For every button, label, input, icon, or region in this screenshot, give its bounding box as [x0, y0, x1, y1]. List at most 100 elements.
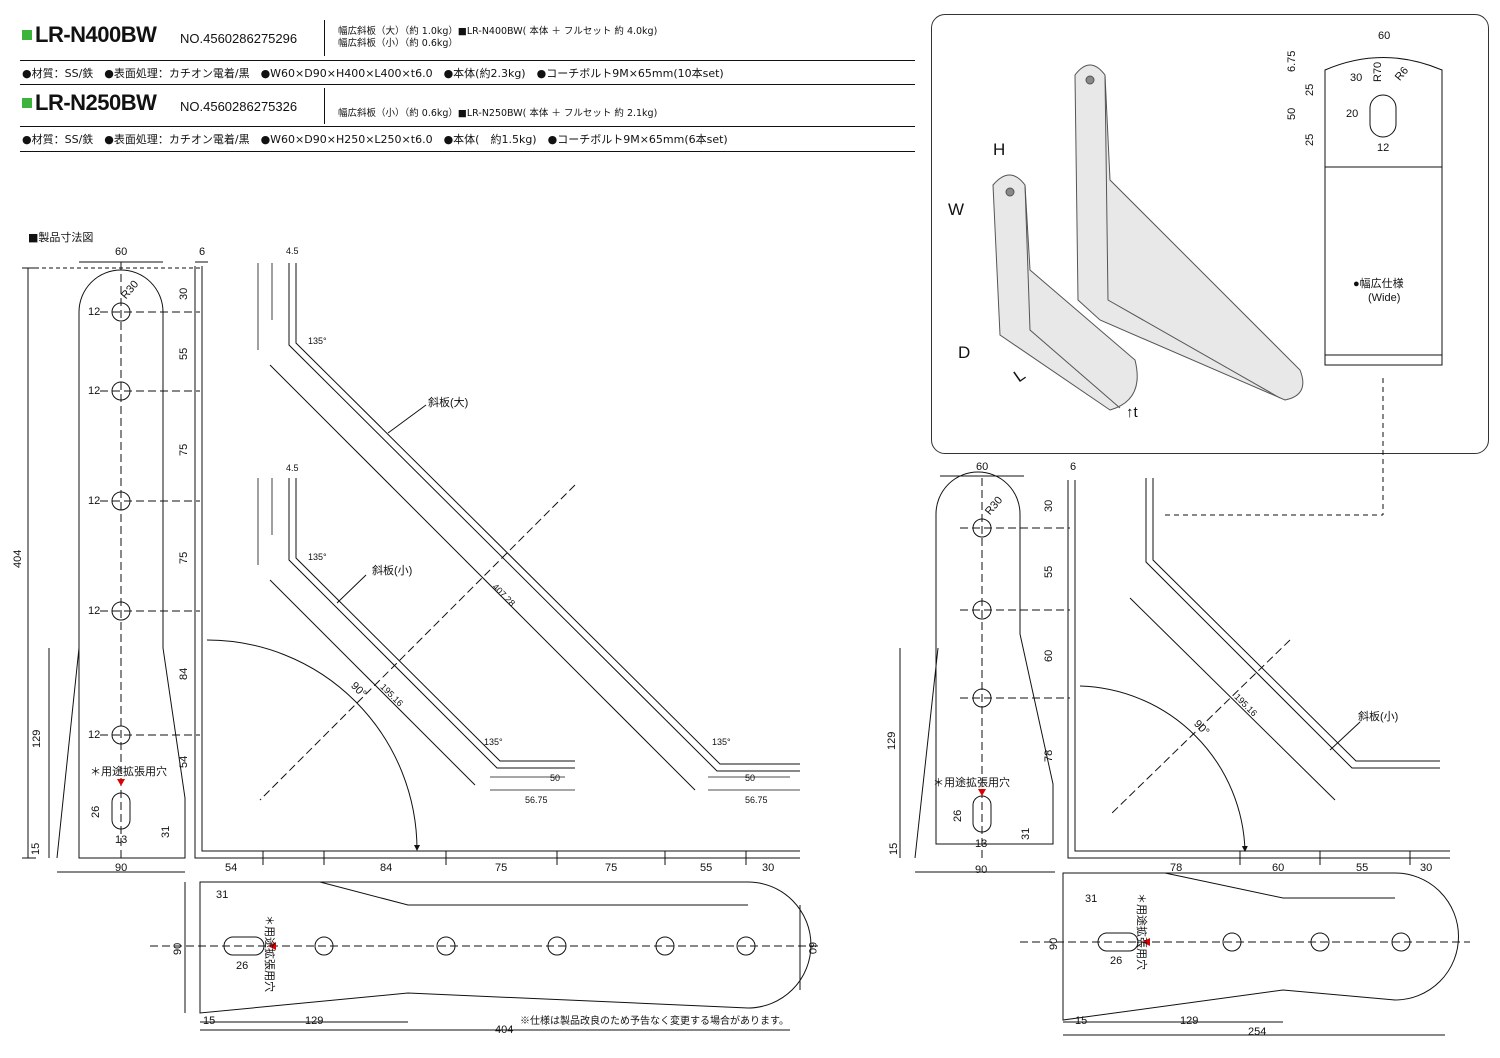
n250-dim-offset: 31 [1020, 827, 1032, 840]
weight-desc-n400-1: 幅広斜板（大）（約 1.0kg）■LR-N400BW( 本体 ＋ フルセット 約… [338, 26, 658, 37]
diagonal-large-label: 斜板(大) [428, 397, 469, 409]
dim-hole: 12 [88, 495, 101, 507]
detail-675: 6.75 [1286, 50, 1298, 72]
angle-135: 135° [712, 737, 731, 747]
marker-icon [978, 789, 986, 796]
wide-spec-label: ●幅広仕様 [1353, 278, 1404, 290]
dim-hole: 12 [88, 306, 101, 318]
detail-20: 20 [1346, 108, 1359, 120]
dim-width: 60 [115, 246, 128, 258]
axis-t-label: ↑t [1126, 404, 1138, 421]
n400-bottom-plate [150, 881, 820, 1031]
n250-dim-bottom: 15 [888, 842, 900, 855]
bracket-3d-illustration [992, 64, 1304, 411]
dim-thickness: 6 [199, 246, 206, 258]
n250-dim-slot-width: 13 [975, 838, 988, 850]
dim-taper-length: 129 [305, 1015, 324, 1027]
divider [324, 20, 325, 56]
ext-hole-label-vertical: ＊用途拡張用穴 [263, 915, 275, 992]
model-name-n250: LR-N250BW [22, 90, 157, 116]
detail-width: 60 [1378, 30, 1391, 42]
divider [20, 151, 915, 152]
detail-25b: 25 [1304, 133, 1316, 146]
dim-slot-width: 13 [115, 834, 128, 846]
disclaimer-note: ※仕様は製品改良のため予告なく変更する場合があります。 [520, 1016, 789, 1027]
n250-hpitch-2: 60 [1272, 862, 1285, 874]
n250-vpitch-3: 60 [1043, 649, 1055, 662]
dim-hpitch-6: 30 [762, 862, 775, 874]
dim-overall-height: 404 [12, 549, 24, 568]
n400-vertical-plate [22, 261, 800, 873]
dim-offset: 31 [160, 825, 172, 838]
dim-vpitch-5: 84 [178, 667, 190, 680]
dim-base: 90 [172, 942, 184, 955]
n250-vpitch-2: 55 [1043, 565, 1055, 578]
weight-desc-n250: 幅広斜板（小）（約 0.6kg）■LR-N250BW( 本体 ＋ フルセット 約… [338, 108, 658, 119]
n250-taper-length: 129 [1180, 1015, 1199, 1027]
dim-hole: 12 [88, 385, 101, 397]
dim-hpitch-4: 75 [605, 862, 618, 874]
marker-icon [1142, 938, 1150, 946]
n250-dim-slot-length: 26 [952, 809, 964, 822]
detail-50: 50 [1286, 107, 1298, 120]
tab-thickness: 4.5 [286, 463, 299, 473]
angle-135: 135° [308, 552, 327, 562]
dim-vpitch-4: 75 [178, 551, 190, 564]
axis-d-label: D [958, 343, 971, 362]
n250-dim-base: 90 [975, 864, 988, 876]
n250-vpitch-1: 30 [1043, 499, 1055, 512]
n250-bottom-length: 15 [1075, 1015, 1088, 1027]
weight-desc-n400-2: 幅広斜板（小）（約 0.6kg） [338, 38, 458, 49]
green-square-icon [22, 98, 32, 108]
model-name-n400: LR-N400BW [22, 22, 157, 48]
tab-50: 50 [745, 773, 756, 783]
green-square-icon [22, 30, 32, 40]
detail-12: 12 [1377, 142, 1390, 154]
n250-hpitch-1: 78 [1170, 862, 1183, 874]
dim-offset: 31 [216, 889, 229, 901]
axis-w-label: W [948, 200, 965, 219]
divider [20, 84, 915, 85]
marker-icon [117, 779, 125, 786]
diagonal-brace-small [269, 478, 575, 786]
dim-hole: 12 [88, 605, 101, 617]
section-title: ■製品寸法図 [28, 231, 94, 244]
jan-code-n250: NO.4560286275326 [180, 99, 298, 114]
angle-135: 135° [484, 737, 503, 747]
dim-overall-length: 404 [495, 1024, 514, 1036]
diagonal-small-label: 斜板(小) [372, 565, 413, 577]
n250-diagonal-brace [1109, 478, 1440, 816]
tab-5675: 56.75 [525, 795, 548, 805]
dim-bottom: 15 [30, 842, 42, 855]
dim-hpitch-1: 54 [225, 862, 238, 874]
n250-base: 90 [1048, 937, 1060, 950]
detail-r70: R70 [1372, 61, 1384, 82]
n250-offset: 31 [1085, 893, 1098, 905]
n250-diagonal-label: 斜板(小) [1358, 711, 1399, 723]
dim-hpitch-5: 55 [700, 862, 713, 874]
tab-5675: 56.75 [745, 795, 768, 805]
n250-bottom-plate [1020, 872, 1470, 1036]
n250-vpitch-4: 78 [1043, 749, 1055, 762]
n250-overall-length: 254 [1248, 1026, 1267, 1038]
dim-vpitch-6: 54 [178, 755, 190, 768]
axis-h-label: H [993, 140, 1006, 159]
n250-dim-thickness: 6 [1070, 461, 1077, 473]
dim-bottom-length: 15 [203, 1015, 216, 1027]
ext-hole-label: ＊用途拡張用穴 [90, 766, 167, 778]
n250-hpitch-3: 55 [1356, 862, 1369, 874]
tab-thickness: 4.5 [286, 246, 299, 256]
divider [20, 126, 915, 127]
dim-base: 90 [115, 862, 128, 874]
tab-50: 50 [550, 773, 561, 783]
n250-ext-hole-vertical: ＊用途拡張用穴 [1135, 893, 1147, 970]
dim-vpitch-3: 75 [178, 443, 190, 456]
dim-vpitch-2: 55 [178, 347, 190, 360]
dim-slot-length: 26 [236, 960, 249, 972]
n250-dim-taper: 129 [886, 731, 898, 750]
wide-spec-label-en: (Wide) [1368, 292, 1401, 304]
dim-width: 60 [806, 941, 819, 955]
diagonal-brace-large [259, 263, 800, 801]
n250-hpitch-4: 30 [1420, 862, 1433, 874]
